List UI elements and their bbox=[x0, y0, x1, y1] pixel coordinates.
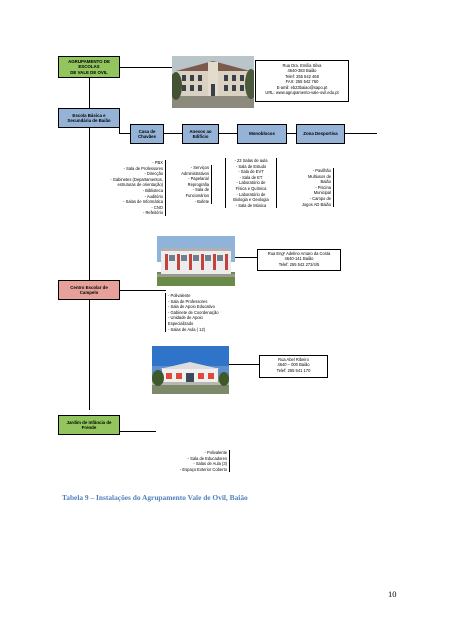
list-item: - Sala de Apoio Educativo bbox=[168, 304, 215, 310]
list-item: - 23 Salas de aula bbox=[234, 158, 268, 163]
list-item: Jogos AD Baião bbox=[301, 201, 331, 207]
centro-list: - Polivalente - Sala de Professores - Sa… bbox=[165, 293, 235, 333]
centro-escolar-line-1: Centro Escolar de bbox=[70, 284, 108, 290]
monoblocos-list: - 23 Salas de aula - Sala de Estudo - Sa… bbox=[225, 158, 277, 209]
jardim-branch-line bbox=[120, 431, 156, 432]
list-item: - Papelaria/ bbox=[188, 176, 209, 182]
list-item: - Piscina bbox=[315, 184, 331, 190]
list-item: - Laboratório de bbox=[236, 180, 266, 186]
centro-contact-line: 4640-141 Baião bbox=[284, 256, 314, 262]
main-contact-line: FAX: 255 542 760 bbox=[285, 79, 319, 85]
agrupamento-header-line-2: DE VALE DE OVIL bbox=[70, 69, 108, 75]
agrupamento-header-box: AGRUPAMENTO DE ESCOLAS DE VALE DE OVIL bbox=[58, 56, 120, 78]
list-item: - Gabinetes (Departamentos, bbox=[110, 176, 163, 182]
list-item: - Sala de bbox=[192, 187, 209, 193]
list-item: - Sala de Estudo bbox=[235, 163, 267, 169]
main-contact-info: Rua Dra. Emília Silva 4640-383 Baião Tel… bbox=[255, 60, 349, 102]
jardim-infancia-photo bbox=[152, 346, 229, 394]
category-anexos: Anexos ao Edifício bbox=[182, 124, 219, 144]
list-item: Biologia e Geologia bbox=[233, 197, 269, 203]
casa-chavaes-list: - PBX - Sala de Professores - Direcção -… bbox=[90, 160, 166, 216]
list-item: - Sala de Educadores bbox=[187, 455, 227, 461]
table-caption: Tabela 9 – Instalações do Agrupamento Va… bbox=[62, 493, 248, 502]
list-item: Física e Química bbox=[235, 185, 267, 191]
list-item: - Sala de ET bbox=[239, 174, 263, 180]
list-item: Baião bbox=[320, 179, 331, 185]
agrupamento-header-line-1: AGRUPAMENTO DE ESCOLAS bbox=[68, 58, 110, 70]
list-item: estruturas de orientação) bbox=[117, 182, 163, 188]
escola-basica-line-1: Escola Básica e bbox=[72, 112, 106, 118]
list-item: - Auditório bbox=[144, 193, 163, 199]
centro-branch-line bbox=[120, 290, 166, 291]
list-item: - Refeitório bbox=[142, 210, 163, 216]
escola-basica-box: Escola Básica e Secundária de Baião bbox=[58, 108, 120, 128]
list-item: - Unidade de Apoio bbox=[168, 315, 203, 321]
list-item: - Direcção bbox=[144, 171, 163, 177]
list-item: - Salas de Aula (3) bbox=[193, 461, 227, 467]
header-photo-connector bbox=[120, 67, 172, 68]
jardim-list: - Polivalente - Sala de Educadores - Sal… bbox=[158, 450, 230, 473]
list-item: - Serviços bbox=[190, 165, 209, 170]
list-item: - Polivalente bbox=[204, 450, 227, 455]
centro-photo-line bbox=[235, 257, 257, 258]
jardim-contact-line: Telef: 255 541 170 bbox=[276, 367, 311, 373]
list-item: - Bufete bbox=[194, 198, 209, 204]
list-item: Multiusos de bbox=[308, 173, 331, 179]
category-casa-chavaes: Casa de Chavães bbox=[130, 124, 164, 144]
list-item: - PBX bbox=[152, 160, 163, 165]
jardim-line-2: Frende bbox=[81, 425, 97, 430]
jardim-infancia-box: Jardim de Infância de Frende bbox=[58, 415, 120, 435]
jardim-line-1: Jardim de Infância de bbox=[66, 419, 112, 425]
list-item: - Sala de Música bbox=[235, 202, 267, 208]
list-item: Funcionários bbox=[185, 192, 209, 198]
main-contact-line: Rua Dra. Emília Silva bbox=[282, 63, 322, 68]
centro-escolar-photo bbox=[157, 236, 235, 286]
list-item: - Salas de Informática bbox=[123, 199, 163, 205]
list-item: - Campo de bbox=[309, 195, 331, 201]
category-label: Chavães bbox=[137, 134, 157, 139]
main-contact-line: E-amil: eb23baiao@sapo.pt bbox=[276, 84, 328, 90]
jardim-photo-line bbox=[229, 364, 259, 365]
list-item: Especializado bbox=[168, 320, 194, 326]
category-label: Casa de bbox=[138, 128, 156, 134]
main-contact-line: Telef: 255 542 468 bbox=[285, 73, 319, 79]
main-trunk-line bbox=[89, 78, 90, 410]
centro-contact-info: Rua Engº Adelino Amaro da Costa 4640-141… bbox=[257, 249, 341, 271]
centro-escolar-box: Centro Escolar de Campelo bbox=[58, 280, 120, 300]
category-zona-desportiva: Zona Desportiva bbox=[296, 124, 345, 144]
centro-contact-line: Rua Engº Adelino Amaro da Costa bbox=[267, 251, 331, 256]
list-item: - Sala de Professores bbox=[168, 298, 208, 304]
list-item: - Laboratório de bbox=[236, 191, 266, 197]
category-label: Edifício bbox=[192, 134, 209, 139]
list-item: - Polivalente bbox=[168, 293, 191, 298]
main-contact-line: URL: www.agrupamento-vale-ovil.edu.pt bbox=[265, 90, 339, 96]
list-item: - Salas de Aula ( 12) bbox=[168, 326, 206, 332]
list-item: Municipal bbox=[313, 190, 331, 196]
escola-basica-line-2: Secundária de Baião bbox=[67, 118, 111, 123]
centro-contact-line: Telef: 255 542 272/4/5 bbox=[278, 261, 320, 267]
category-monoblocos: Monoblocos bbox=[237, 124, 287, 144]
list-item: - Pavilhão bbox=[312, 168, 331, 173]
anexos-list: - Serviços Administrativos - Papelaria/ … bbox=[168, 165, 212, 205]
page-number: 10 bbox=[388, 589, 397, 599]
jardim-contact-line: Rua Abel Ribeiro bbox=[278, 357, 309, 362]
list-item: - Gabinete de Coordenação bbox=[168, 309, 219, 315]
category-label: Anexos ao bbox=[189, 128, 212, 134]
list-item: - Sala de EVT bbox=[238, 169, 264, 175]
list-item: - Biblioteca bbox=[142, 187, 163, 193]
main-school-photo bbox=[172, 56, 254, 108]
jardim-contact-info: Rua Abel Ribeiro 4640 – 000 Baião Telef:… bbox=[259, 355, 328, 378]
list-item: - Espaço Exterior Coberto bbox=[179, 466, 227, 472]
zona-desportiva-list: - Pavilhão Multiusos de Baião - Piscina … bbox=[296, 168, 334, 208]
list-item: Administrativos bbox=[181, 170, 209, 176]
centro-escolar-line-2: Campelo bbox=[79, 290, 99, 295]
list-item: - Sala de Professores bbox=[123, 165, 163, 171]
list-item: - CNO bbox=[151, 204, 163, 210]
category-label: Zona Desportiva bbox=[303, 131, 338, 137]
jardim-contact-line: 4640 – 000 Baião bbox=[277, 362, 310, 368]
list-item: Reprografia bbox=[187, 181, 209, 187]
main-contact-line: 4640-383 Baião bbox=[287, 68, 317, 74]
category-label: Monoblocos bbox=[249, 131, 275, 137]
